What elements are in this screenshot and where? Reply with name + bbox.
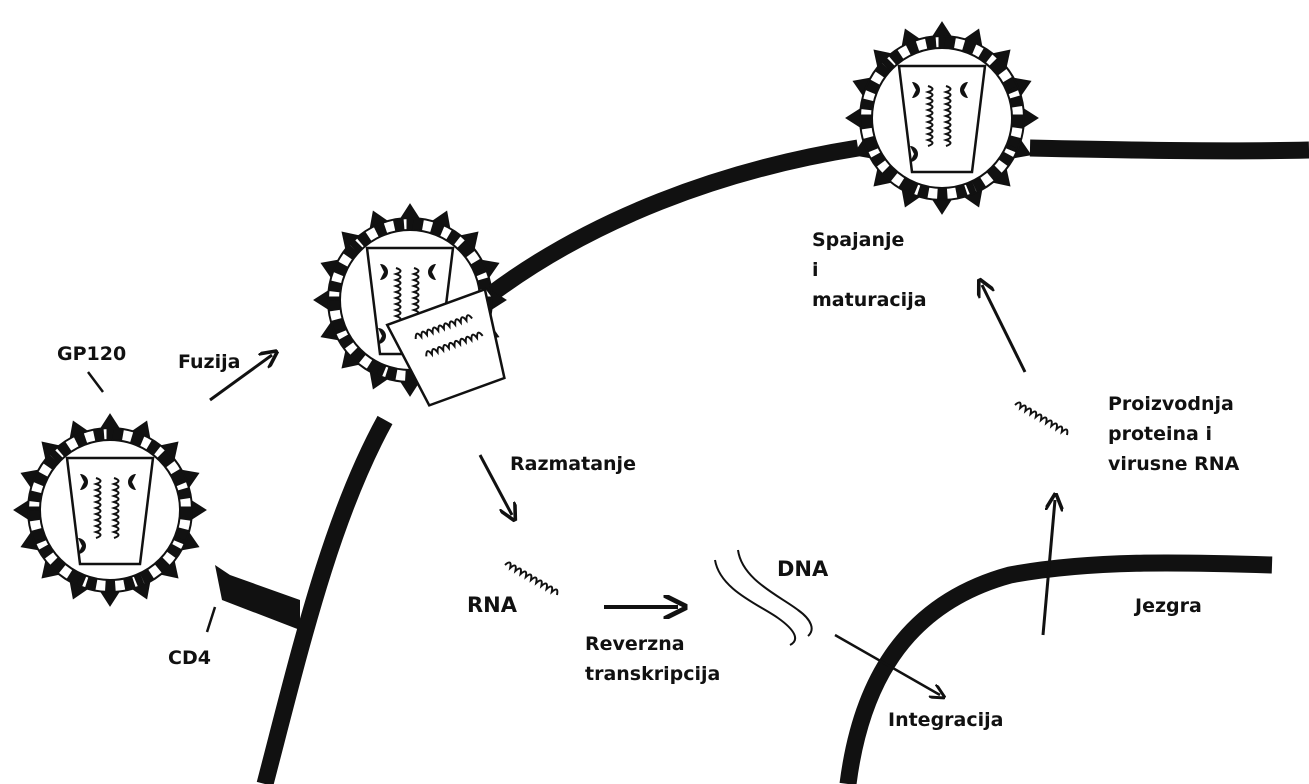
label-integracija: Integracija bbox=[888, 709, 1003, 731]
nucleus-membrane bbox=[848, 563, 1272, 784]
arrow-spajanje bbox=[982, 285, 1025, 372]
label-proizvodnja: Proizvodnja bbox=[1108, 393, 1234, 415]
label-virusne-rna: virusne RNA bbox=[1108, 453, 1240, 475]
label-maturacija: maturacija bbox=[812, 289, 927, 311]
cd4-receptor bbox=[215, 565, 300, 630]
budding-virus-particle bbox=[846, 22, 1038, 214]
gp120-pointer bbox=[88, 372, 103, 392]
label-rna: RNA bbox=[467, 593, 518, 617]
label-proteina-i: proteina i bbox=[1108, 423, 1212, 445]
label-cd4: CD4 bbox=[168, 647, 211, 669]
label-transkripcija: transkripcija bbox=[585, 663, 720, 685]
free-virus-particle bbox=[14, 414, 206, 606]
label-i: i bbox=[812, 259, 819, 281]
arrow-razmatanje bbox=[480, 455, 512, 515]
label-razmatanje: Razmatanje bbox=[510, 453, 636, 475]
new-rna-strand bbox=[1015, 401, 1069, 435]
cell-membrane-right bbox=[1030, 148, 1309, 151]
label-dna: DNA bbox=[777, 557, 829, 581]
label-jezgra: Jezgra bbox=[1133, 595, 1202, 617]
label-fuzija: Fuzija bbox=[178, 351, 240, 373]
label-spajanje: Spajanje bbox=[812, 229, 904, 251]
arrow-integracija bbox=[835, 635, 940, 695]
label-gp120: GP120 bbox=[57, 343, 126, 365]
cell-membrane-upper bbox=[490, 148, 858, 295]
rna-strand bbox=[505, 561, 559, 595]
label-reverzna: Reverzna bbox=[585, 633, 685, 655]
cd4-pointer bbox=[207, 607, 215, 632]
